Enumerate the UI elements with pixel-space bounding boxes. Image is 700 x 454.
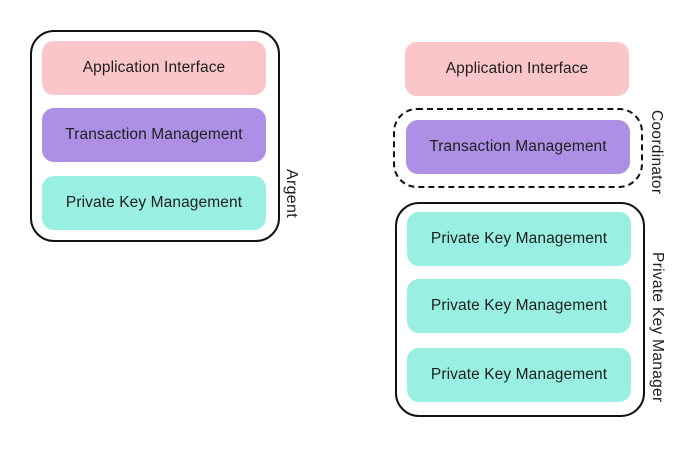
private-key-manager-container: Private Key Management Private Key Manag…: [395, 202, 645, 417]
coordinator-label: Coordinator: [648, 110, 665, 195]
argent-private-key-management-box: Private Key Management: [42, 176, 266, 230]
coordinator-container: Transaction Management: [393, 108, 643, 188]
argent-transaction-management-box: Transaction Management: [42, 108, 266, 162]
private-key-management-box-2: Private Key Management: [407, 279, 631, 333]
coordinator-transaction-management-box: Transaction Management: [406, 120, 630, 174]
private-key-management-box-3: Private Key Management: [407, 348, 631, 402]
private-key-manager-label: Private Key Manager: [649, 252, 666, 403]
application-interface-box: Application Interface: [405, 42, 629, 96]
private-key-management-box-1: Private Key Management: [407, 212, 631, 266]
argent-application-interface-box: Application Interface: [42, 41, 266, 95]
argent-label: Argent: [283, 169, 300, 218]
argent-container: Application Interface Transaction Manage…: [30, 30, 280, 242]
